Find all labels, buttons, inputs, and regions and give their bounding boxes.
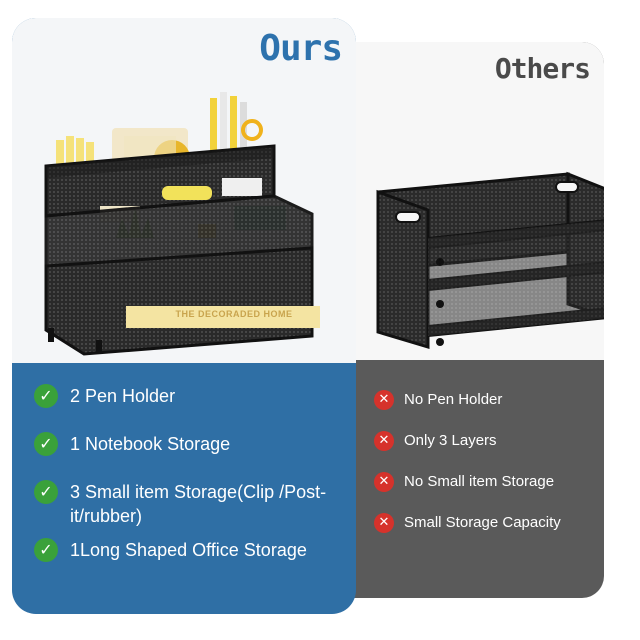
others-feature-label: No Pen Holder (404, 391, 503, 408)
x-icon: ✕ (374, 390, 394, 410)
ours-feature-label: 3 Small item Storage(Clip /Post-it/rubbe… (70, 482, 327, 526)
others-feature-label: No Small item Storage (404, 473, 555, 490)
others-feature-label: Only 3 Layers (404, 432, 497, 449)
check-icon: ✓ (34, 538, 58, 562)
ours-card: Ours (12, 18, 356, 614)
check-icon: ✓ (34, 384, 58, 408)
ours-feature-label: 1Long Shaped Office Storage (70, 540, 307, 560)
others-title: Others (494, 52, 591, 85)
ours-product-area: Ours (12, 18, 356, 363)
others-card: Others (318, 42, 604, 598)
others-feature-label: Small Storage Capacity (404, 514, 561, 531)
ours-desk-organizer-image (44, 92, 320, 356)
others-product-area: Others (318, 42, 604, 360)
check-icon: ✓ (34, 432, 58, 456)
x-icon: ✕ (374, 472, 394, 492)
ours-title: Ours (259, 28, 343, 69)
x-icon: ✕ (374, 513, 394, 533)
ours-feature-label: 1 Notebook Storage (70, 434, 231, 454)
check-icon: ✓ (34, 480, 58, 504)
others-letter-tray-image (376, 171, 604, 350)
x-icon: ✕ (374, 431, 394, 451)
ours-feature-label: 2 Pen Holder (70, 386, 176, 406)
product-label: THE DECORADED HOME (175, 309, 293, 319)
